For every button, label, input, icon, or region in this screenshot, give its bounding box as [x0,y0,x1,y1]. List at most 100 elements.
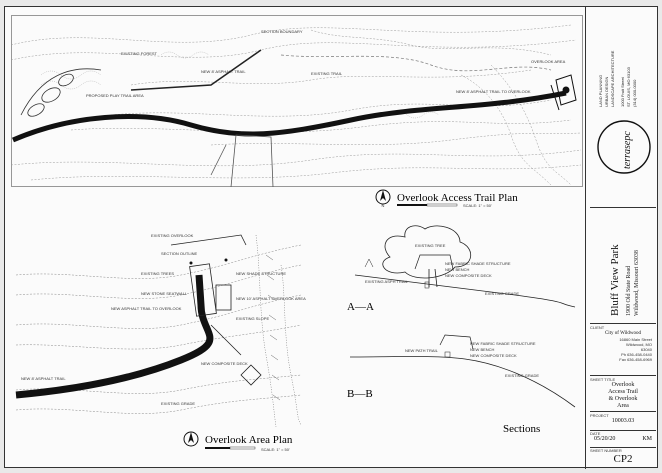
section-label: EXISTING TREE [415,243,446,248]
client-address-line: 63040 [640,347,652,352]
overlook-area-plan: EXISTING OVERLOOK SECTION OUTLINE NEW SH… [11,215,311,430]
sheet-title-block: SHEET TITLE Overlook Access Trail & Over… [590,377,656,412]
sheet-title-line: Area [617,403,629,409]
client-address-line: Fax 636-458-6969 [619,357,652,362]
area-plan-label: EXISTING TREES [141,271,174,276]
sheet-title-line: Access Trail [608,389,638,395]
firm-line: ST. LOUIS, MO 63103 [626,66,631,107]
existing-trail [280,54,552,72]
firm-line: LAND PLANNING [598,75,603,107]
section-callout: NEW FABRIC SHADE STRUCTURE [445,261,511,266]
sheet-title-line: & Overlook [608,396,638,402]
plan-label: EXISTING FOREST [121,51,158,56]
section-callout: NEW COMPOSITE DECK [470,353,517,358]
firm-line: 1000 Fruit Street [620,76,625,107]
plan-label: PROPOSED PLAY TRAIL AREA [86,93,144,98]
client-address-line: Wildwood, MO [625,342,652,347]
section-label: EXISTING ASPH TRAIL [365,279,409,284]
firm-line: LANDSCAPE ARCHITECTURE [610,50,615,107]
area-plan-label: NEW ASPHALT TRAIL TO OVERLOOK [111,306,182,311]
section-a-label: A—A [347,301,374,313]
area-plan-label: NEW 10' ASPHALT OVERLOOK AREA [236,296,306,301]
firm-line: (314) 000-0000 [632,79,637,107]
scale-text: SCALE: 1" = 50' [463,203,492,208]
section-b-b: NEW FABRIC SHADE STRUCTURE NEW BENCH NEW… [347,334,576,408]
area-plan-label: EXISTING SLOPE [236,316,269,321]
drawn-by: KM [642,436,652,442]
area-plan-label: EXISTING GRADE [161,401,195,406]
plan-label: SECTION BOUNDARY [261,29,303,34]
area-plan-label: SECTION OUTLINE [161,251,198,256]
section-label: NEW PATH TRAIL [405,348,439,353]
area-plan-title: Overlook Area Plan [205,434,293,446]
area-plan-label: NEW SHADE STRUCTURE [236,271,286,276]
client-address-line: 16860 Main Street [619,337,652,342]
top-plan-title-block: N Overlook Access Trail Plan SCALE: 1" =… [373,187,583,209]
section-label: EXISTING GRADE [505,373,539,378]
project-name: Bluff View Park [609,244,621,316]
plan-label: OVERLOOK AREA [531,59,566,64]
date-label: DATE [590,431,601,436]
sheet-title-label: SHEET TITLE [590,377,616,382]
firm-info: LAND PLANNING URBAN DESIGN LANDSCAPE ARC… [590,11,656,111]
section-label: EXISTING GRADE [485,291,519,296]
overlook-area-plan-drawing: EXISTING OVERLOOK SECTION OUTLINE NEW SH… [15,233,306,428]
slope-hatch [255,234,302,428]
overlook-trail [15,274,214,399]
area-plan-label: NEW COMPOSITE DECK [201,361,248,366]
date-value: 05/20/20 [594,436,616,442]
client-block: CLIENT City of Wildwood 16860 Main Stree… [590,325,656,376]
logo-text: terrasepc [622,131,633,169]
sections-drawing: EXISTING TREE NEW FABRIC SHADE STRUCTURE… [345,207,581,437]
existing-building [210,134,274,187]
project-address-1: 1900 Old State Road [626,266,632,316]
drawing-sheet: PROPOSED PLAY TRAIL AREA NEW 8' ASPHALT … [4,6,659,469]
client-label: CLIENT [590,325,605,330]
overlook-structures [170,234,262,386]
top-plan-title: Overlook Access Trail Plan [397,192,518,204]
new-asphalt-trail [12,90,567,143]
north-symbol-text: N [382,203,385,208]
plan-label: NEW 8' ASPHALT TRAIL [201,69,246,74]
client-name: City of Wildwood [604,331,642,336]
connector-trail [130,49,262,91]
project-number-block: PROJECT 10003.03 [590,413,656,431]
section-a-a: EXISTING TREE NEW FABRIC SHADE STRUCTURE… [347,225,576,313]
firm-line: URBAN DESIGN [604,76,609,107]
client-address-line: Ph 636-458-0440 [621,352,652,357]
title-block: LAND PLANNING URBAN DESIGN LANDSCAPE ARC… [585,7,659,469]
hatch-forest [40,51,440,119]
plan-label: NEW 8' ASPHALT TRAIL TO OVERLOOK [456,89,531,94]
contour-lines-area [15,244,302,414]
sheet-number: CP2 [613,453,633,465]
plan-label: EXISTING TRAIL [311,71,343,76]
contour-lines [11,24,582,186]
logo-circle-icon [597,120,651,174]
section-callout: NEW FABRIC SHADE STRUCTURE [470,341,536,346]
project-address-2: Wildwood, Missouri 63038 [634,250,640,316]
date-block: DATE 05/20/20 KM [590,431,656,448]
sections-title: Sections [503,423,540,435]
firm-logo: terrasepc [594,117,654,177]
section-callout: NEW BENCH [470,347,495,352]
scale-text: SCALE: 1" = 50' [261,447,290,452]
project-number: 10003.03 [611,418,635,424]
section-callout: NEW COMPOSITE DECK [445,273,492,278]
overlook-access-trail-plan: PROPOSED PLAY TRAIL AREA NEW 8' ASPHALT … [11,15,583,187]
area-plan-label: EXISTING OVERLOOK [151,233,194,238]
area-plan-title-block: Overlook Area Plan SCALE: 1" = 50' [181,429,381,455]
tree-symbols [189,258,228,347]
access-trail-plan-drawing: PROPOSED PLAY TRAIL AREA NEW 8' ASPHALT … [11,15,583,187]
area-plan-label: NEW STONE SEATWALL [141,291,188,296]
overlook-structure [550,74,577,111]
tree-canopy-icon [382,225,472,279]
project-info: Bluff View Park 1900 Old State Road Wild… [590,207,656,324]
sheet-number-label: SHEET NUMBER [590,448,622,453]
sections-svg: EXISTING TREE NEW FABRIC SHADE STRUCTURE… [347,225,576,435]
section-b-label: B—B [347,388,373,400]
section-callout: NEW BENCH [445,267,470,272]
play-area [20,68,102,117]
area-plan-label: NEW 8' ASPHALT TRAIL [21,376,66,381]
sheet-title-line: Overlook [611,382,635,388]
sheet-number-block: SHEET NUMBER CP2 [590,448,656,468]
